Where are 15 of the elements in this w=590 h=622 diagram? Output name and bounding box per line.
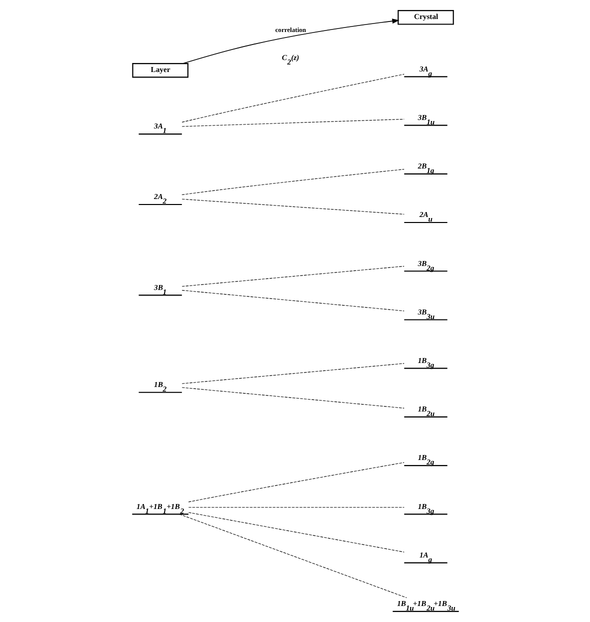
arrow bbox=[182, 18, 399, 64]
node-box: Layer bbox=[132, 63, 188, 78]
connector bbox=[181, 168, 404, 196]
connector bbox=[181, 290, 404, 312]
connector bbox=[188, 507, 404, 508]
connector bbox=[181, 387, 404, 408]
connector bbox=[188, 462, 404, 502]
connector bbox=[181, 74, 404, 122]
connector bbox=[178, 514, 406, 598]
connector bbox=[181, 266, 404, 287]
connector bbox=[188, 512, 404, 552]
connector bbox=[181, 363, 404, 384]
connector bbox=[181, 118, 404, 127]
connector bbox=[181, 198, 404, 215]
node-box: Crystal bbox=[397, 10, 454, 25]
